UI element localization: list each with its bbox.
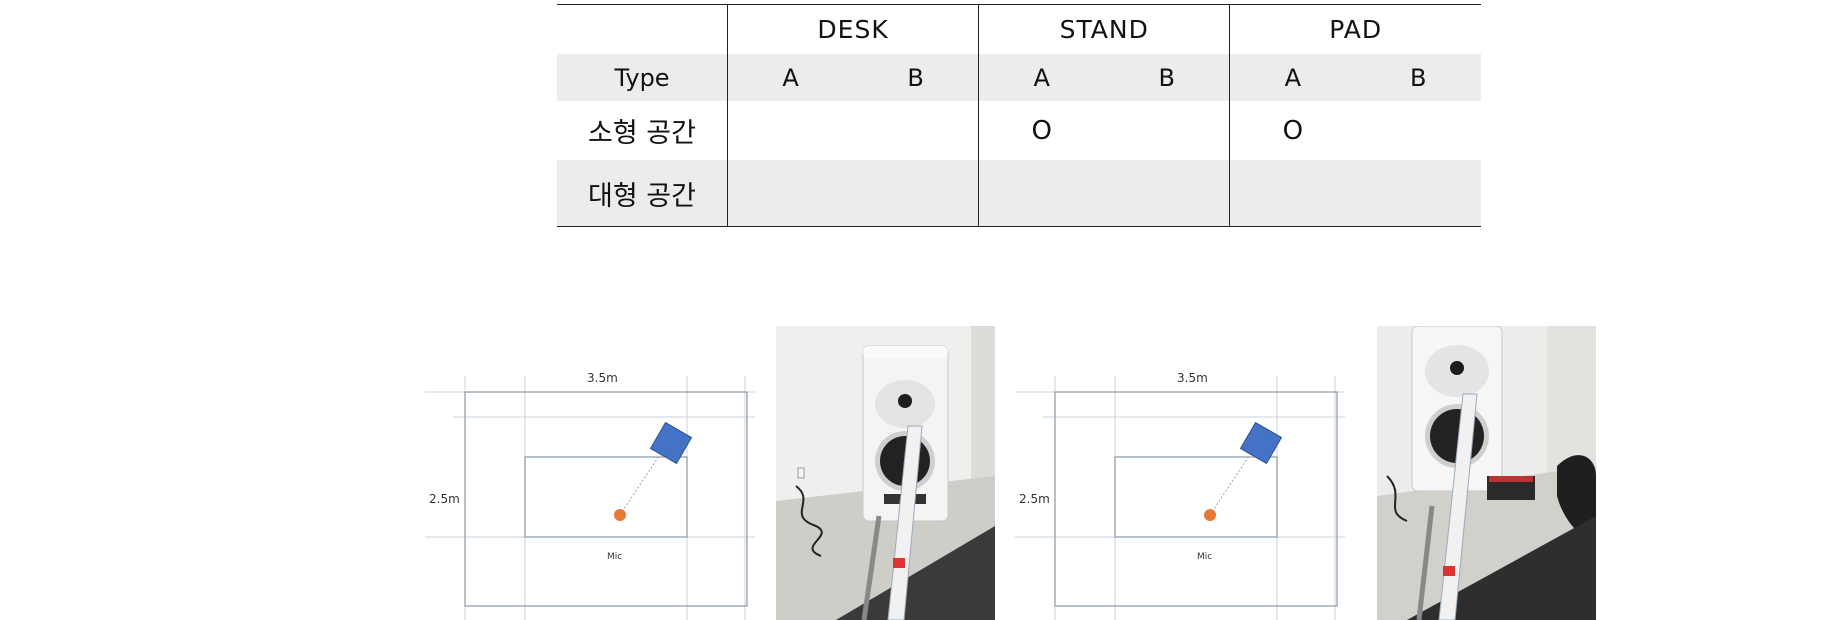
type-label: Type	[557, 54, 728, 101]
table-cell	[978, 160, 1105, 227]
room-layout-drawing	[1015, 376, 1345, 620]
table-cell	[727, 101, 854, 160]
subtype-pad-a: A	[1229, 54, 1356, 101]
table-row: 소형 공간 O O	[557, 101, 1481, 160]
table-cell	[853, 160, 979, 227]
group-header-pad: PAD	[1229, 4, 1481, 54]
room-outline	[464, 391, 748, 607]
table-row: 대형 공간	[557, 160, 1481, 227]
room-height-label: 2.5m	[429, 492, 460, 506]
subtype-stand-a: A	[978, 54, 1105, 101]
mic-marker	[614, 509, 626, 521]
speaker-measurement-photo-2	[1377, 326, 1596, 620]
table-cell	[1355, 160, 1481, 227]
table-cell	[853, 101, 979, 160]
table-cell	[1355, 101, 1481, 160]
subtype-stand-b: B	[1104, 54, 1230, 101]
table-cell	[1104, 160, 1230, 227]
room-outline	[1054, 391, 1338, 607]
table-cell-mark: O	[1229, 101, 1356, 160]
room-diagram-2: 3.5m 2.5m Mic	[1015, 360, 1355, 620]
table-header-row: DESK STAND PAD	[557, 4, 1481, 54]
room-layout-drawing	[425, 376, 755, 620]
room-width-label: 3.5m	[1177, 371, 1208, 385]
room-diagram-1: 3.5m 2.5m Mic	[425, 360, 765, 620]
setup-matrix-table: DESK STAND PAD Type A B A B A B 소형 공간 O …	[557, 4, 1481, 227]
table-cell	[1104, 101, 1230, 160]
speaker-marker	[649, 421, 693, 465]
subtype-desk-b: B	[853, 54, 979, 101]
subtype-pad-b: B	[1355, 54, 1481, 101]
subtype-desk-a: A	[727, 54, 854, 101]
table-cell	[727, 160, 854, 227]
photo-illustration	[1377, 326, 1596, 620]
mic-label: Mic	[607, 552, 623, 562]
photo-illustration	[776, 326, 995, 620]
desk-area	[524, 456, 688, 538]
table-cell-mark: O	[978, 101, 1105, 160]
row-label-large-room: 대형 공간	[557, 160, 728, 227]
table-type-row: Type A B A B A B	[557, 54, 1481, 101]
group-header-stand: STAND	[978, 4, 1230, 54]
table-corner-cell	[557, 4, 728, 54]
speaker-marker	[1239, 421, 1283, 465]
room-height-label: 2.5m	[1019, 492, 1050, 506]
table-cell	[1229, 160, 1356, 227]
group-header-desk: DESK	[726, 4, 979, 54]
room-width-label: 3.5m	[587, 371, 618, 385]
row-label-small-room: 소형 공간	[588, 118, 696, 149]
speaker-measurement-photo-1	[776, 326, 995, 620]
mic-marker	[1204, 509, 1216, 521]
desk-area	[1114, 456, 1278, 538]
mic-label: Mic	[1197, 552, 1213, 562]
